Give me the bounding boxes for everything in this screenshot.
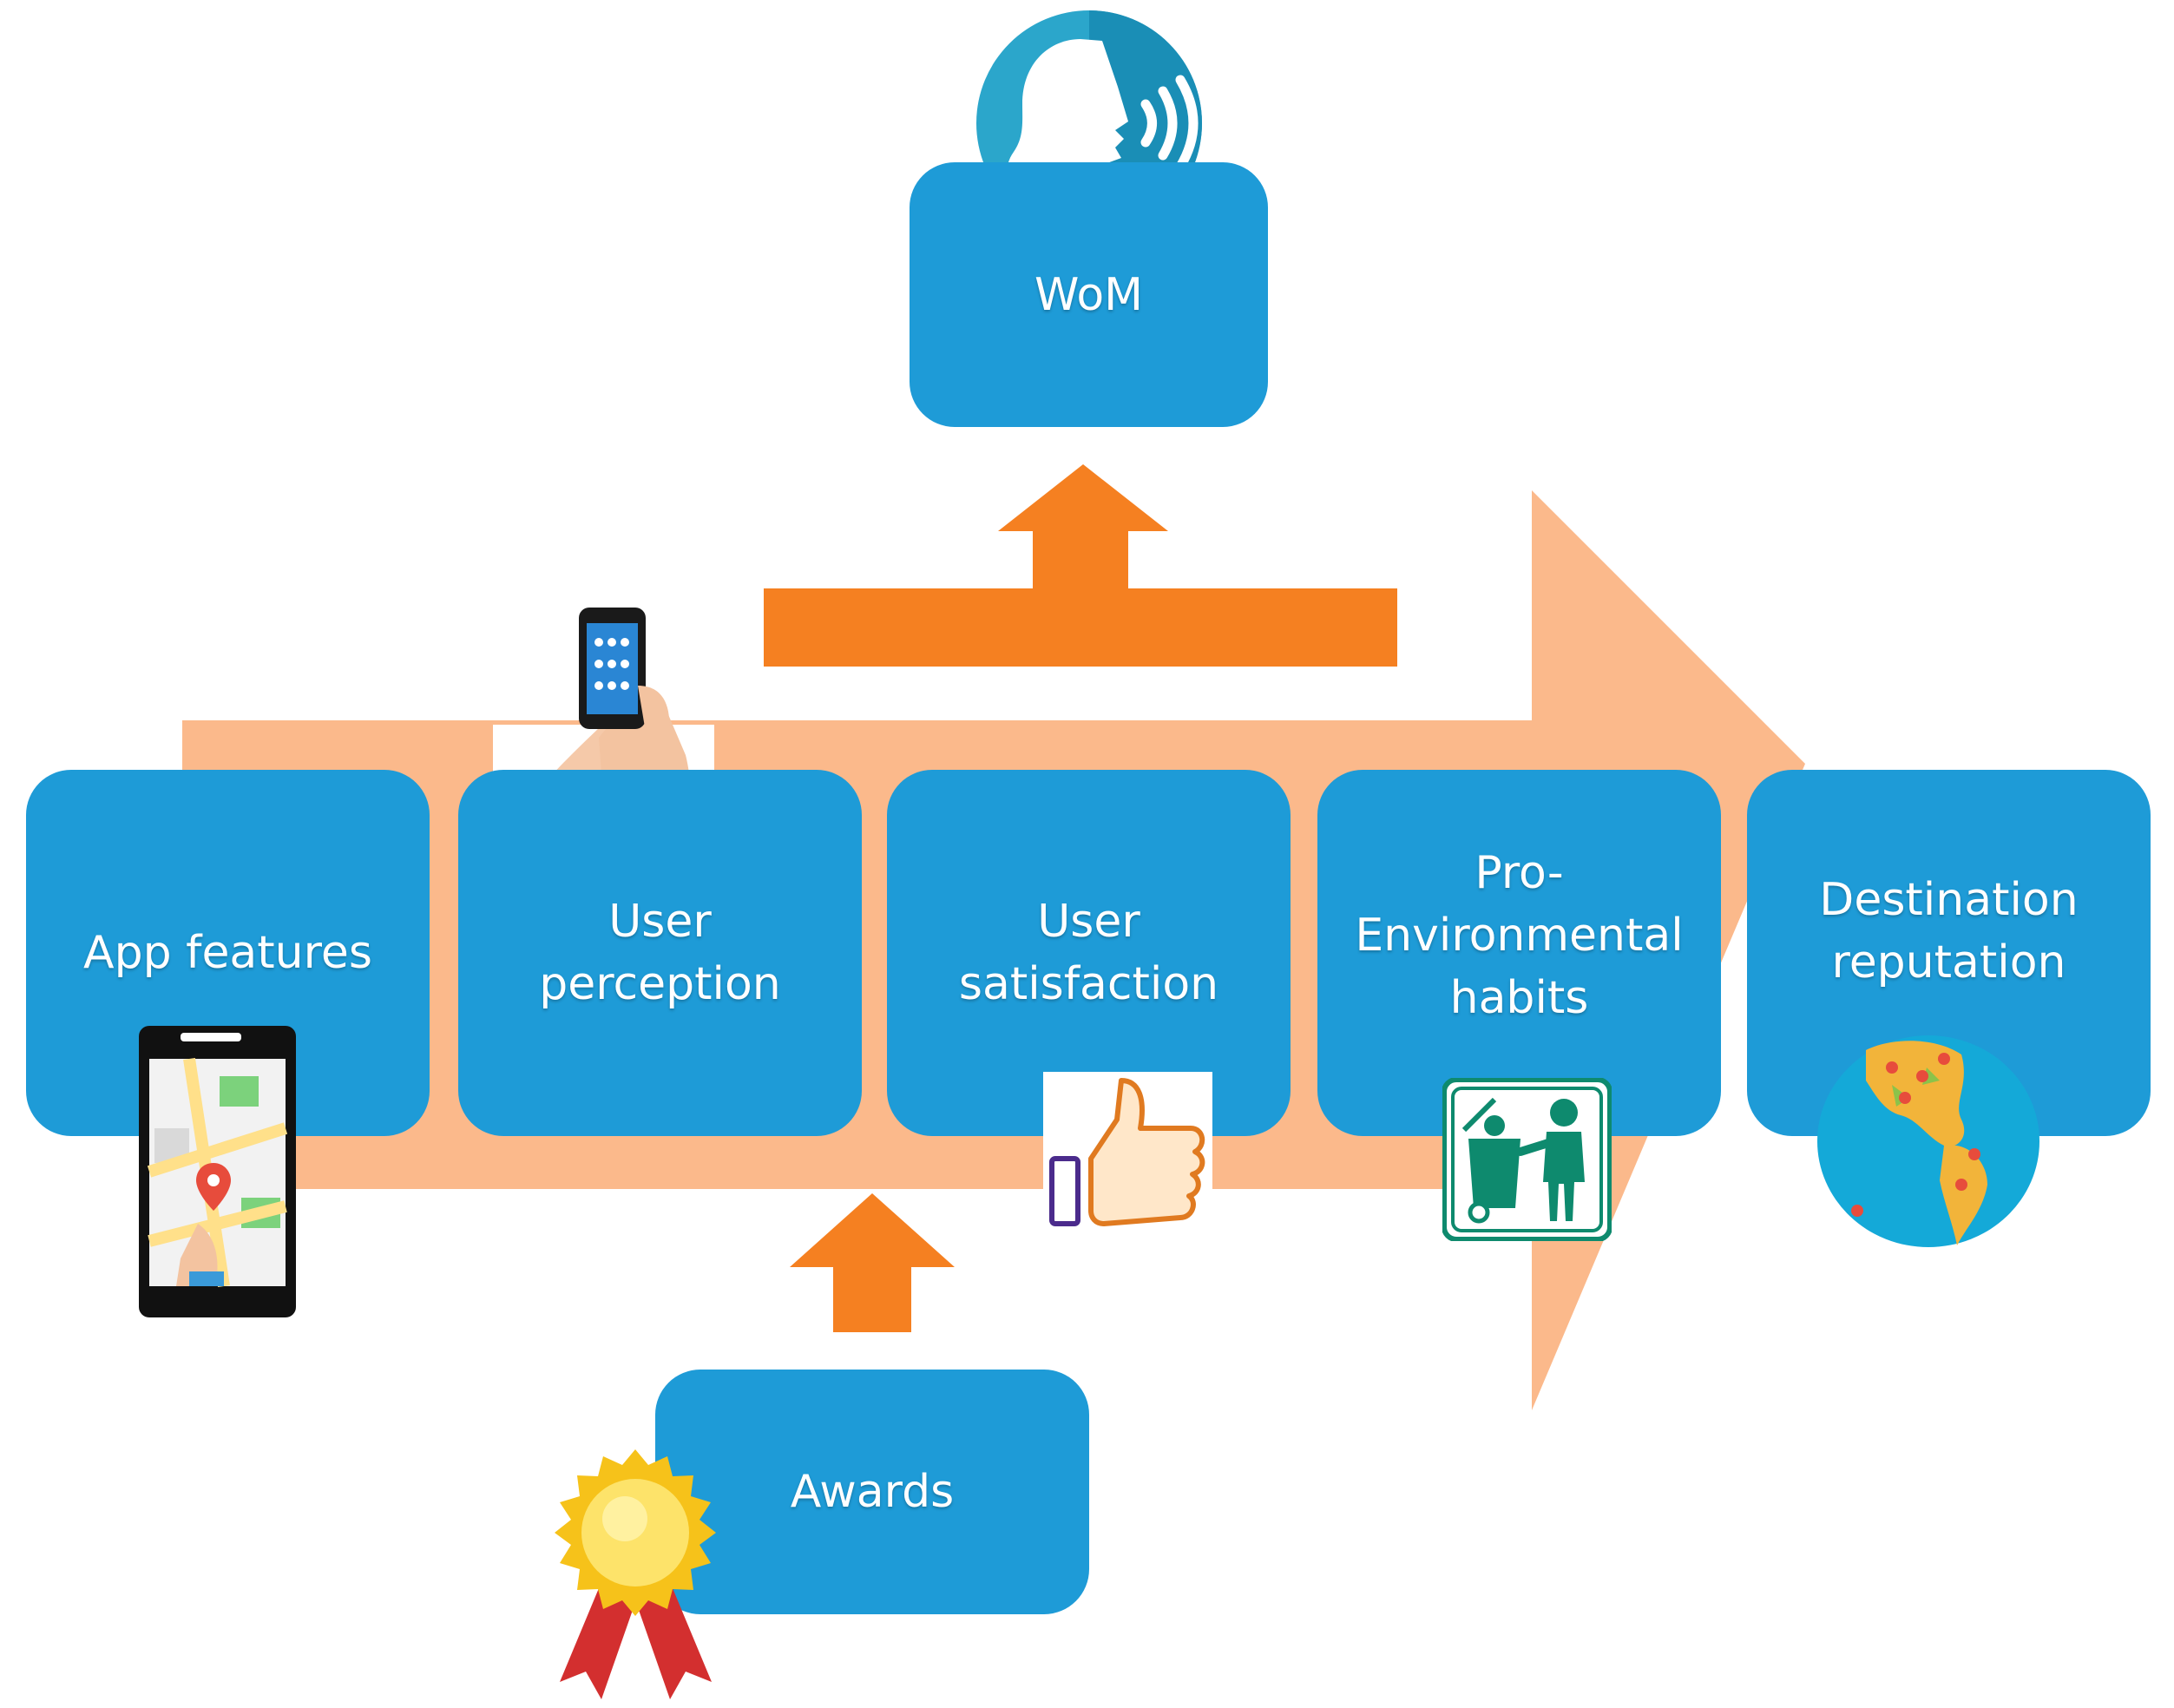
awards-label: Awards: [790, 1466, 955, 1518]
awards-connector-arrow: [790, 1193, 955, 1332]
user-satisfaction-label: User satisfaction: [958, 896, 1219, 1010]
app-features-label: App features: [83, 927, 372, 979]
thumbs-up-icon: [1043, 1072, 1212, 1241]
globe-icon: [1817, 1035, 2039, 1247]
wom-box: WoM: [910, 162, 1268, 427]
wom-label: WoM: [1034, 268, 1144, 321]
map-phone-icon: [139, 1026, 296, 1317]
recycle-bin-icon: [1442, 1078, 1612, 1241]
destination-reputation-label: Destination reputation: [1819, 874, 2079, 989]
wom-connector-arrow: [764, 464, 1397, 667]
award-rosette-icon: [555, 1449, 716, 1699]
pro-environmental-label: Pro- Environmental habits: [1355, 847, 1684, 1024]
user-perception-box: User perception: [458, 770, 862, 1136]
pro-environmental-box: Pro- Environmental habits: [1317, 770, 1721, 1136]
user-perception-label: User perception: [539, 896, 781, 1010]
awards-box: Awards: [655, 1370, 1089, 1614]
